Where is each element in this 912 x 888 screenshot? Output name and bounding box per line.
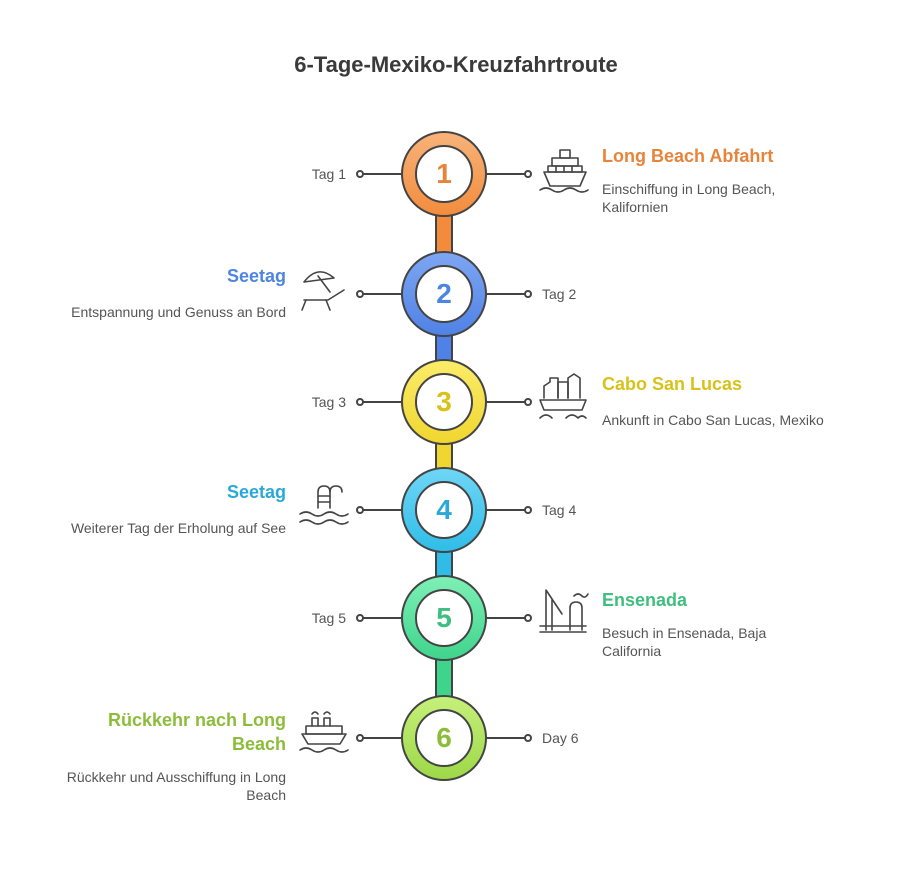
step-heading-3: Cabo San Lucas [602, 374, 743, 394]
step-number-4: 4 [436, 494, 452, 525]
return-ship-icon [299, 711, 349, 753]
day-label-2: Tag 2 [542, 286, 577, 302]
step-desc-4: Weiterer Tag der Erholung auf See [70, 520, 286, 536]
step-heading-4: Seetag [226, 482, 286, 502]
coastal-town-icon [539, 373, 587, 419]
page-title: 6-Tage-Mexiko-Kreuzfahrtroute [294, 52, 618, 77]
step-heading-1: Long Beach Abfahrt [602, 146, 774, 166]
connector-5-6 [435, 655, 453, 701]
day-label-3: Tag 3 [311, 394, 346, 410]
lounge-chair-umbrella-icon [301, 271, 345, 311]
cruise-ship-icon [539, 149, 589, 193]
step-heading-2: Seetag [226, 266, 286, 286]
pool-ladder-icon [299, 485, 349, 525]
step-desc-2: Entspannung und Genuss an Bord [71, 304, 286, 320]
step-number-2: 2 [436, 278, 452, 309]
step-circle-6 [401, 695, 487, 781]
step-number-6: 6 [436, 722, 452, 753]
step-circle-5 [401, 575, 487, 661]
day-label-6: Day 6 [542, 730, 579, 746]
connector-1-2 [435, 211, 453, 257]
step-number-5: 5 [436, 602, 452, 633]
step-desc-1: Einschiffung in Long Beach, Kalifornien [602, 181, 776, 215]
step-circle-2 [401, 251, 487, 337]
day-label-5: Tag 5 [311, 610, 346, 626]
day-label-1: Tag 1 [311, 166, 346, 182]
step-number-1: 1 [436, 158, 452, 189]
step-circle-3 [401, 359, 487, 445]
step-desc-6: Rückkehr und Ausschiffung in Long Beach [66, 769, 286, 803]
step-desc-3: Ankunft in Cabo San Lucas, Mexiko [602, 412, 824, 428]
harbor-icon [539, 589, 589, 633]
step-number-3: 3 [436, 386, 452, 417]
step-heading-6: Rückkehr nach Long Beach [107, 710, 286, 754]
day-label-4: Tag 4 [542, 502, 577, 518]
step-desc-5: Besuch in Ensenada, Baja California [602, 625, 767, 659]
step-heading-5: Ensenada [602, 590, 688, 610]
